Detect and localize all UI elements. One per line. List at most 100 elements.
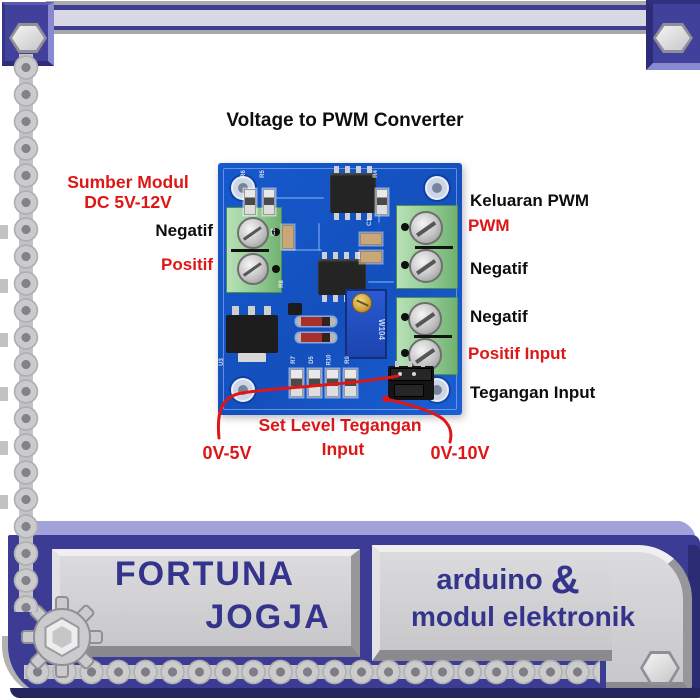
axial-diode bbox=[296, 333, 336, 342]
terminal-divider bbox=[415, 246, 453, 249]
smd-resistor bbox=[344, 369, 357, 397]
silkscreen-label: R5 bbox=[259, 170, 266, 178]
label-left-negatif: Negatif bbox=[155, 221, 213, 240]
ic-pins bbox=[334, 166, 374, 173]
shop-name-line1: FORTUNA bbox=[114, 555, 296, 593]
jumper-pin bbox=[421, 361, 425, 367]
jumper-header bbox=[388, 361, 434, 400]
terminal-dot bbox=[401, 349, 409, 357]
label-set-level-line1: Set Level Tegangan bbox=[258, 415, 422, 435]
regulator-pin bbox=[264, 306, 271, 316]
label-left-positif: Positif bbox=[161, 255, 213, 274]
tagline-line2: modul elektronik bbox=[410, 601, 636, 632]
pcb-trace bbox=[276, 197, 324, 199]
label-right-negatif-1: Negatif bbox=[470, 259, 528, 278]
hex-nut-face bbox=[656, 26, 690, 50]
pcb-module: W104 R6 R5 bbox=[218, 163, 462, 415]
terminal-divider bbox=[414, 335, 452, 338]
smd-capacitor bbox=[360, 251, 382, 263]
silkscreen-label: R8 bbox=[278, 280, 285, 288]
mounting-hole bbox=[425, 176, 449, 200]
mounting-hole bbox=[231, 378, 255, 402]
chain-bottom bbox=[24, 657, 600, 687]
pcb-trace bbox=[318, 223, 320, 251]
jumper-pin-tip bbox=[398, 372, 402, 376]
silkscreen-label: R10 bbox=[326, 354, 333, 366]
label-sumber-modul: Sumber Modul DC 5V-12V bbox=[67, 172, 189, 212]
hex-nut-icon bbox=[9, 23, 47, 53]
frame-top-bar bbox=[46, 1, 646, 34]
label-right-negatif-2: Negatif bbox=[470, 307, 528, 326]
ic-chip-upper bbox=[330, 173, 376, 213]
terminal-screw-positif bbox=[237, 253, 269, 285]
trimmer-label: W104 bbox=[376, 319, 386, 340]
tagline-line1: arduino & bbox=[436, 560, 579, 600]
terminal-screw-pwm bbox=[409, 211, 443, 245]
terminal-dot bbox=[401, 313, 409, 321]
terminal-pwm-output bbox=[396, 205, 458, 289]
page-title: Voltage to PWM Converter bbox=[226, 110, 464, 131]
label-positif-input: Positif Input bbox=[468, 344, 567, 363]
terminal-screw-negatif bbox=[409, 249, 443, 283]
shop-name-line2: JOGJA bbox=[205, 598, 331, 636]
label-pwm: PWM bbox=[468, 216, 510, 235]
silkscreen-label: R4 bbox=[372, 170, 379, 178]
jumper-pin bbox=[395, 361, 399, 367]
jumper-cap bbox=[390, 368, 432, 381]
label-range-low: 0V-5V bbox=[202, 443, 252, 463]
smd-capacitor bbox=[360, 233, 382, 245]
pcb-trace bbox=[368, 281, 394, 283]
label-sumber-line1: Sumber Modul bbox=[67, 172, 189, 192]
voltage-regulator bbox=[226, 315, 278, 353]
hex-nut-icon bbox=[653, 23, 693, 53]
smd-transistor bbox=[288, 303, 302, 315]
hex-nut-face bbox=[643, 654, 677, 682]
silkscreen-label: R6 bbox=[240, 170, 247, 178]
terminal-dot bbox=[401, 261, 409, 269]
label-keluaran-pwm: Keluaran PWM bbox=[470, 191, 590, 210]
smd-resistor bbox=[308, 369, 321, 397]
banner-bottom-strip bbox=[10, 688, 700, 698]
chain-left bbox=[11, 54, 41, 612]
terminal-screw-negatif bbox=[408, 302, 442, 336]
ic-pins bbox=[322, 252, 362, 259]
terminal-dot bbox=[401, 223, 409, 231]
silkscreen-label: C1 bbox=[366, 218, 373, 226]
jumper-pin bbox=[408, 361, 412, 367]
ampersand: & bbox=[550, 558, 580, 602]
regulator-pin bbox=[232, 306, 239, 316]
smd-resistor bbox=[290, 369, 303, 397]
ic-pins bbox=[322, 295, 362, 302]
trimmer-screw bbox=[352, 293, 372, 313]
smd-resistor bbox=[376, 189, 388, 215]
silkscreen-label: C2 bbox=[270, 228, 277, 236]
label-sumber-line2: DC 5V-12V bbox=[84, 192, 172, 212]
smd-capacitor bbox=[282, 225, 294, 249]
terminal-dot bbox=[272, 228, 280, 236]
jumper-pin-tip bbox=[412, 372, 416, 376]
silkscreen-label: D5 bbox=[308, 356, 315, 364]
axial-diode bbox=[296, 317, 336, 326]
label-range-high: 0V-10V bbox=[430, 443, 490, 463]
terminal-voltage-input bbox=[396, 297, 458, 375]
silkscreen-label: U3 bbox=[218, 358, 225, 366]
frame-edge-tabs bbox=[0, 225, 8, 545]
ic-pins bbox=[334, 213, 374, 220]
terminal-dot bbox=[272, 265, 280, 273]
label-tegangan-input: Tegangan Input bbox=[470, 383, 596, 402]
regulator-tab bbox=[238, 353, 266, 362]
tagline-word: arduino bbox=[436, 564, 543, 596]
terminal-divider bbox=[231, 249, 269, 252]
silkscreen-label: R9 bbox=[344, 356, 351, 364]
gear-icon bbox=[21, 596, 103, 678]
label-set-level-line2: Input bbox=[321, 439, 365, 459]
pcb-trace bbox=[282, 249, 322, 251]
terminal-power-input bbox=[226, 207, 282, 293]
banner-panel-right bbox=[372, 545, 612, 661]
smd-resistor bbox=[263, 189, 275, 215]
smd-resistor bbox=[326, 369, 339, 397]
hex-nut-icon bbox=[640, 651, 680, 685]
terminal-screw-negatif bbox=[237, 217, 269, 249]
jumper-cap bbox=[394, 384, 424, 397]
